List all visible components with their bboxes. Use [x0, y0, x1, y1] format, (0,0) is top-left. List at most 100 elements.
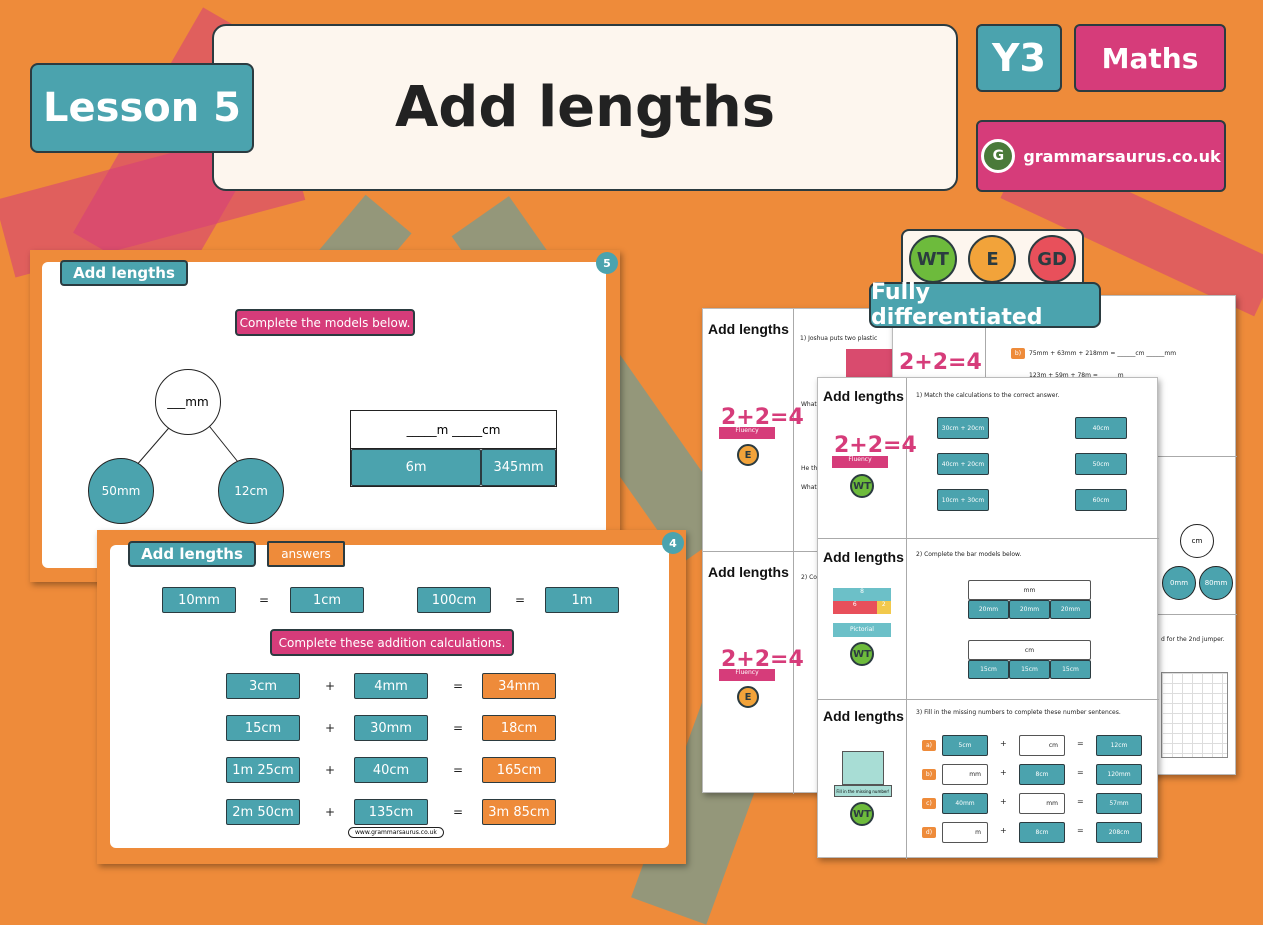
fact-left: 10mm [162, 587, 236, 613]
instruction-text: Complete the models below. [239, 315, 411, 330]
fluency-tag: Fluency [719, 669, 775, 681]
total-value: 120mm [1096, 764, 1142, 785]
addend-box: 135cm [354, 799, 428, 825]
question-text: What [801, 401, 817, 408]
given-value: 5cm [942, 735, 988, 756]
answer-box: 18cm [482, 715, 556, 741]
equals-sign: = [1077, 739, 1084, 748]
fully-differentiated-text: Fully differentiated [871, 280, 1043, 330]
given-value: 8cm [1019, 764, 1065, 785]
bar-part: 15cm [1009, 660, 1050, 679]
dinosaur-logo-icon: G [981, 139, 1016, 173]
plus-sign: + [325, 721, 336, 735]
missing-number-tag: Fill in the missing number! [834, 785, 892, 797]
match-answer[interactable]: 60cm [1075, 489, 1127, 511]
addend-box: 15cm [226, 715, 300, 741]
question-label: b) [922, 769, 936, 780]
bar-part: 345mm [481, 449, 556, 486]
slide-number: 4 [662, 532, 684, 554]
bar-part: 15cm [1050, 660, 1091, 679]
part-circle: 50mm [88, 458, 154, 524]
whole-value: ___mm [167, 395, 209, 409]
fact-right: 1m [545, 587, 619, 613]
question-text: 123m + 59m + 78m = ______m [1029, 372, 1124, 379]
slide-number: 5 [596, 252, 618, 274]
slide-content: Add lengths answers 10mm = 1cm 100cm = 1… [110, 541, 669, 848]
match-calculation[interactable]: 40cm + 20cm [937, 453, 989, 475]
answers-text: answers [281, 547, 331, 561]
equals-sign: = [1077, 797, 1084, 806]
bar-part: 20mm [968, 600, 1009, 619]
lesson-badge: Lesson 5 [30, 63, 254, 153]
bar-icon-part: 2 [876, 601, 891, 614]
fluency-tag: Fluency [832, 456, 888, 468]
fully-differentiated-label: Fully differentiated [869, 280, 1101, 330]
equals-sign: = [1077, 826, 1084, 835]
missing-number-input[interactable]: mm [1019, 793, 1065, 814]
slide-preview-4: Add lengths answers 10mm = 1cm 100cm = 1… [97, 530, 686, 864]
slide-title: Add lengths [60, 260, 188, 286]
pictorial-tag: Pictorial [833, 623, 891, 637]
addend-box: 4mm [354, 673, 428, 699]
answers-tag: answers [267, 541, 345, 567]
sheet-title: Add lengths [708, 564, 789, 580]
question-label: a) [922, 740, 936, 751]
wt-badge: WT [908, 235, 957, 283]
equals-sign: = [259, 593, 270, 607]
part-whole-lines [134, 421, 243, 468]
instruction-text: Complete these addition calculations. [278, 635, 506, 650]
bar-whole[interactable]: mm [968, 580, 1091, 600]
differentiation-badges: WT E GD [901, 229, 1084, 289]
given-value: 8cm [1019, 822, 1065, 843]
given-value: 40mm [942, 793, 988, 814]
plus-sign: + [1000, 797, 1007, 806]
part-value: 12cm [234, 484, 268, 498]
fluency-icon: 2+2=4 [899, 350, 982, 375]
bar-part: 15cm [968, 660, 1009, 679]
bar-part: 20mm [1050, 600, 1091, 619]
brand-label: grammarsaurus.co.uk [1023, 146, 1221, 166]
fact-left: 100cm [417, 587, 491, 613]
match-answer[interactable]: 50cm [1075, 453, 1127, 475]
puzzle-icon [842, 751, 884, 785]
missing-number-input[interactable]: mm [942, 764, 988, 785]
fluency-tag: Fluency [719, 427, 775, 439]
match-calculation[interactable]: 30cm + 20cm [937, 417, 989, 439]
question-text: 3) Fill in the missing numbers to comple… [916, 709, 1121, 716]
question-text: 1) Match the calculations to the correct… [916, 392, 1060, 399]
equals-sign: = [1077, 768, 1084, 777]
question-label: c) [922, 798, 936, 809]
missing-number-input[interactable]: cm [1019, 735, 1065, 756]
bar-icon-part: 6 [833, 601, 877, 614]
match-answer[interactable]: 40cm [1075, 417, 1127, 439]
title-card: Add lengths [212, 24, 958, 191]
subject-label: Maths [1101, 41, 1199, 75]
addend-box: 40cm [354, 757, 428, 783]
level-badge: E [737, 686, 759, 708]
level-badge: WT [850, 474, 874, 498]
equals-sign: = [453, 805, 464, 819]
equals-sign: = [515, 593, 526, 607]
fluency-icon: 2+2=4 [721, 405, 804, 430]
plastic-strip [846, 349, 896, 377]
slide-title-text: Add lengths [141, 545, 243, 563]
bar-icon-whole: 8 [833, 588, 891, 601]
answer-box: 3m 85cm [482, 799, 556, 825]
plus-sign: + [325, 679, 336, 693]
total-value: 208cm [1096, 822, 1142, 843]
page-title: Add lengths [394, 75, 776, 140]
addend-box: 30mm [354, 715, 428, 741]
match-calculation[interactable]: 10cm + 30cm [937, 489, 989, 511]
question-text: 2) Complete the bar models below. [916, 551, 1022, 558]
whole-circle: ___mm [155, 369, 221, 435]
question-text: d for the 2nd jumper. [1161, 636, 1225, 643]
brand-badge: G grammarsaurus.co.uk [976, 120, 1226, 192]
bar-whole[interactable]: cm [968, 640, 1091, 660]
missing-number-input[interactable]: m [942, 822, 988, 843]
slide-content: Add lengths Complete the models below. _… [42, 260, 606, 568]
part-circle: 12cm [218, 458, 284, 524]
whole-circle: cm [1180, 524, 1214, 558]
bar-part: 20mm [1009, 600, 1050, 619]
question-label: d) [922, 827, 936, 838]
